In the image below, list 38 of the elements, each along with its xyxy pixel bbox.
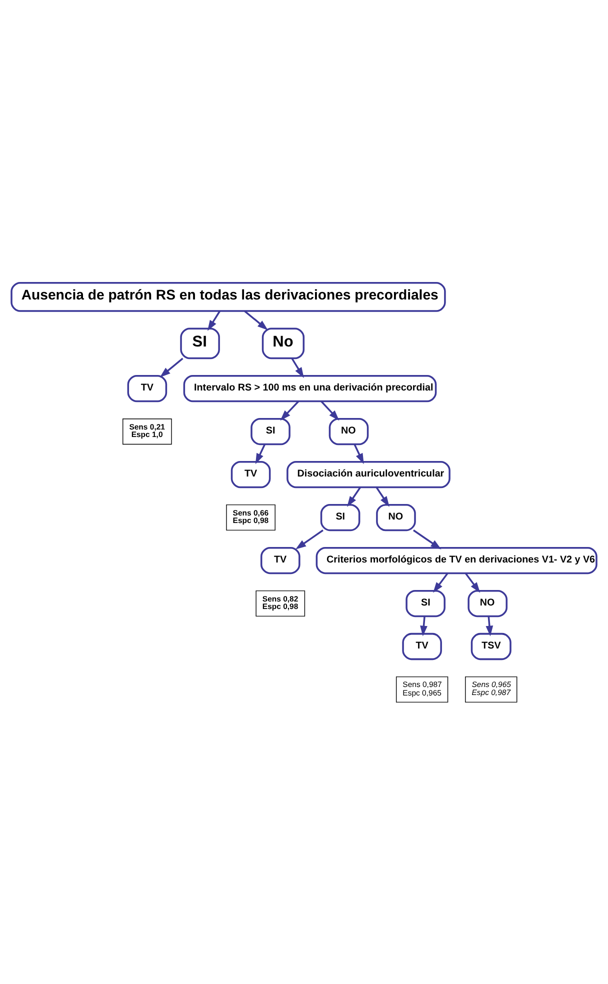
node-box: TV [260,546,300,574]
node-box: TSV [470,632,512,660]
node-box: Sens 0,21 Espc 1,0 [122,418,172,444]
node-box: Sens 0,66 Espc 0,98 [226,504,276,530]
node-box: NO [468,589,508,617]
arrow [464,572,480,592]
node-box: NO [376,503,416,531]
arrow [420,616,428,636]
arrow [244,310,268,330]
node-box: TV [402,632,442,660]
arrow [255,443,266,464]
node-box: SI [250,417,290,445]
arrow [320,400,340,420]
node-box: Disociación auriculoventricular [286,460,450,488]
node-box: TV [230,460,271,488]
node-box: Criterios morfológicos de TV en derivaciones V1- V2 y V6 [316,546,598,574]
arrow [433,572,448,592]
arrow [296,529,324,549]
node-box: SI [320,503,360,531]
node-box: Ausencia de patrón RS en todas las derivaciones precordiales [10,281,446,312]
node-box: Intervalo RS > 100 ms en una derivación precordial [183,374,437,402]
arrow [376,486,390,506]
node-box: NO [328,417,369,445]
node-box: TV [127,374,168,402]
arrow [354,443,364,464]
node-box: Sens 0,965 Espc 0,987 [465,676,518,702]
arrow [413,529,442,549]
arrow [347,486,362,506]
node-box: SI [406,589,446,617]
arrow [486,616,494,636]
arrow [291,357,304,378]
arrow [160,357,184,377]
arrow [207,310,221,330]
node-box: No [262,327,305,359]
node-box: Sens 0,987 Espc 0,965 [396,676,448,702]
node-box: SI [180,327,220,359]
node-box: Sens 0,82 Espc 0,98 [256,590,306,616]
arrow [280,400,300,420]
